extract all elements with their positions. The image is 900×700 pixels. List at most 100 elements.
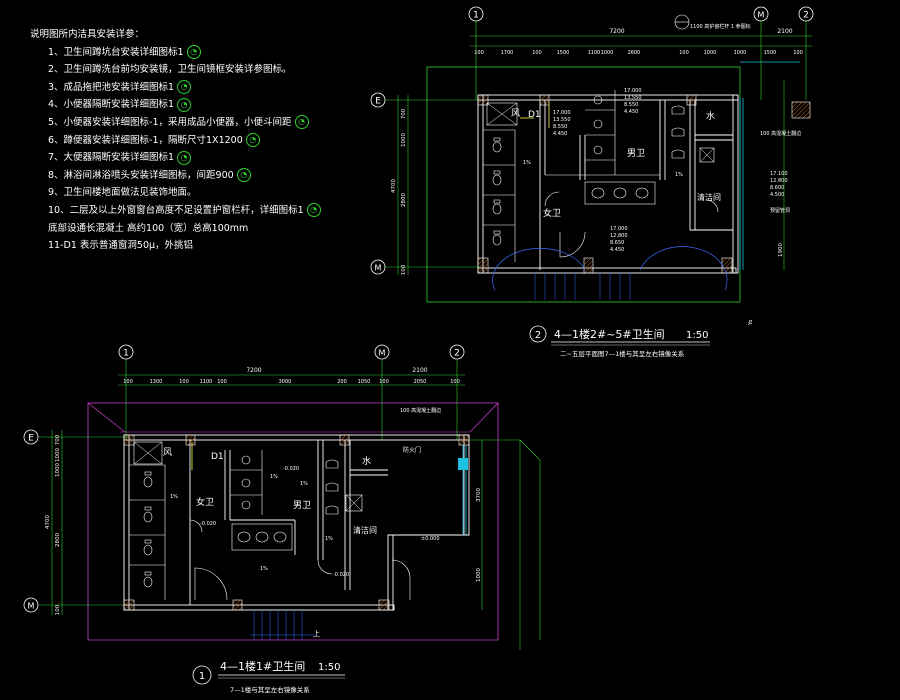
svg-text:1%: 1% — [675, 172, 683, 178]
axis-bubble-e: E — [23, 429, 39, 445]
elevations-left: 17.000 13.550 8.550 4.450 — [553, 110, 571, 137]
svg-text:1100: 1100 — [200, 379, 213, 385]
svg-text:4700: 4700 — [45, 515, 51, 529]
stall-partitions-male — [585, 90, 616, 175]
sink-icon — [584, 181, 656, 205]
room-label-cleaning: 清洁间 — [353, 525, 377, 535]
svg-text:1000: 1000 — [401, 133, 407, 147]
toilet-icon — [492, 137, 502, 246]
svg-text:1050: 1050 — [358, 379, 371, 385]
svg-text:1%: 1% — [300, 481, 308, 487]
svg-text:100: 100 — [679, 50, 689, 56]
svg-text:2100: 2100 — [412, 367, 427, 374]
bottom-dim-segments: 100 1300 100 1100 100 3000 200 1050 100 … — [123, 379, 460, 385]
svg-text:8.650: 8.650 — [610, 240, 624, 246]
plan-bottom: 1 M 2 E M 7200 2100 100 1300 10 — [23, 344, 541, 694]
door-swing-icon — [544, 191, 719, 258]
stair-label: 上 — [313, 629, 320, 638]
svg-text:2600: 2600 — [628, 50, 641, 56]
svg-text:E: E — [375, 97, 381, 107]
svg-text:100: 100 — [217, 379, 227, 385]
svg-text:1000: 1000 — [55, 448, 61, 462]
detail-symbol-icon: ◔ — [236, 168, 251, 183]
room-label-male: 男卫 — [627, 148, 645, 159]
svg-text:2050: 2050 — [414, 379, 427, 385]
svg-text:7200: 7200 — [246, 367, 261, 374]
note-line-3: 3、成品拖把池安装详细图标1◔ — [30, 79, 390, 97]
svg-text:17.000: 17.000 — [610, 226, 628, 232]
window-tag: D1 — [528, 110, 541, 120]
svg-text:7200: 7200 — [609, 28, 624, 35]
svg-text:1100: 1100 — [588, 50, 601, 56]
sink-icon — [231, 523, 293, 551]
svg-text:4.450: 4.450 — [610, 247, 624, 253]
svg-text:1: 1 — [199, 671, 205, 682]
axis-bubble-2: 2 — [449, 344, 465, 360]
svg-text:-0.020: -0.020 — [200, 521, 216, 527]
note-line-10: 10、二层及以上外窗窗台高度不足设置护窗栏杆，详细图标1◔ — [30, 202, 390, 220]
svg-text:100: 100 — [450, 379, 460, 385]
svg-text:1700: 1700 — [501, 50, 514, 56]
svg-text:1%: 1% — [170, 494, 178, 500]
svg-text:100: 100 — [401, 264, 407, 275]
plan-title-top: 2 4—1楼2#~5#卫生间 1:50 二~五层平面图7—1楼与其呈左右镜像关系 — [529, 325, 710, 358]
svg-text:3000: 3000 — [279, 379, 292, 385]
note-line-12: 11-D1 表示普通窗洞50μ，外挑铝 — [48, 240, 194, 252]
window-tag: D1 — [211, 452, 224, 462]
toilet-icon — [241, 455, 251, 510]
svg-text:100: 100 — [123, 379, 133, 385]
room-label-cleaning: 清洁间 — [697, 192, 721, 202]
stall-partitions-female — [129, 464, 166, 600]
detail-symbol-icon: ◔ — [306, 203, 321, 218]
svg-text:E: E — [28, 434, 34, 444]
svg-text:100: 100 — [474, 50, 484, 56]
svg-text:4700: 4700 — [391, 179, 397, 193]
svg-text:1%: 1% — [325, 536, 333, 542]
mop-sink-icon — [699, 147, 715, 163]
slope-labels: 1% 1% 1% 1% 1% — [170, 474, 333, 572]
note-top: 100 高混凝土翻边 — [400, 407, 441, 414]
svg-text:-0.020: -0.020 — [333, 572, 349, 578]
svg-text:2: 2 — [803, 11, 809, 21]
svg-text:700: 700 — [55, 434, 61, 445]
svg-text:4—1楼2#~5#卫生间: 4—1楼2#~5#卫生间 — [554, 327, 665, 341]
stall-partitions-male — [230, 450, 263, 515]
walls-top — [477, 94, 739, 274]
svg-text:2800: 2800 — [401, 193, 407, 207]
svg-text:1000: 1000 — [734, 50, 747, 56]
svg-text:2: 2 — [454, 349, 460, 359]
svg-text:±0.000: ±0.000 — [421, 536, 440, 542]
toilet-icon — [593, 95, 603, 155]
stall-partitions-top — [483, 129, 516, 262]
svg-text:1500: 1500 — [557, 50, 570, 56]
note-line-1: 1、卫生间蹲坑台安装详细图标1◔ — [30, 44, 390, 62]
svg-text:3700: 3700 — [476, 488, 482, 502]
note-top: 1100 高护窗栏杆 1 参图标 — [690, 23, 751, 30]
plan-title-bottom: 1 4—1楼1#卫生间 1:50 7—1楼与其呈左右镜像关系 — [192, 659, 345, 694]
elevations-mid: 17.000 13.550 8.550 4.450 — [624, 88, 642, 115]
vent-shaft-icon — [486, 102, 518, 126]
svg-text:100: 100 — [55, 604, 61, 615]
note-line-4: 4、小便器隔断安装详细图标1◔ — [30, 96, 390, 114]
detail-symbol-icon: ◔ — [177, 97, 192, 112]
axis-bubble-2: 2 — [798, 6, 814, 22]
svg-text:8.550: 8.550 — [553, 124, 567, 130]
axis-bubble-m: M — [374, 344, 390, 360]
svg-text:1: 1 — [123, 349, 129, 359]
svg-text:100: 100 — [179, 379, 189, 385]
svg-text:1%: 1% — [523, 160, 531, 166]
svg-text:1%: 1% — [270, 474, 278, 480]
svg-text:13.550: 13.550 — [624, 95, 642, 101]
note-line-2: 2、卫生间蹲洗台前均安装镜，卫生间镜框安装详参图标。 — [48, 64, 292, 76]
svg-text:17.000: 17.000 — [624, 88, 642, 94]
svg-text:1300: 1300 — [150, 379, 163, 385]
axis-bubble-1: 1 — [468, 6, 484, 22]
svg-text:-0.020: -0.020 — [283, 466, 299, 472]
note-line-6: 6、蹲便器安装详细图标-1，隔断尺寸1X1200◔ — [30, 132, 390, 150]
note-line-11: 底部设通长混凝土 高约100（宽）总高100mm — [48, 222, 249, 234]
svg-text:1500: 1500 — [764, 50, 777, 56]
note-right-1: 100 高混凝土翻边 — [760, 130, 801, 137]
svg-text:700: 700 — [401, 108, 407, 119]
svg-text:1%: 1% — [260, 566, 268, 572]
svg-text:1000: 1000 — [601, 50, 614, 56]
